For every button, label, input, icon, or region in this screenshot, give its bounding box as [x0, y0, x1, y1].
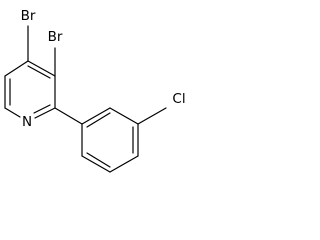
- double-bond-c3-c4: [27, 65, 51, 79]
- bond-c4-c5: [4, 60, 29, 77]
- bond-c6-n: [4, 107, 21, 118]
- atom-labels: Br Br N Cl: [21, 8, 186, 130]
- bond-p4-p5: [109, 155, 139, 173]
- phenyl-ring: [81, 107, 167, 173]
- bond-p3-cl: [137, 107, 167, 125]
- structure-canvas: Br Br N Cl: [4, 8, 186, 173]
- bromine-label-middle: Br: [48, 29, 63, 45]
- molecule-diagram: Br Br N Cl: [4, 8, 186, 173]
- bond-n-c2: [34, 107, 56, 119]
- double-bond-p5-p6: [86, 152, 111, 168]
- bond-p2-p3: [109, 107, 139, 125]
- pyridine-ring: [4, 60, 56, 119]
- bond-p5-p6: [81, 155, 111, 173]
- chlorine-label: Cl: [172, 91, 185, 107]
- bromine-label-top: Br: [21, 8, 36, 24]
- double-bond-n-c2: [33, 104, 51, 114]
- bond-c2-phenyl: [54, 107, 83, 125]
- bond-c3-c4: [27, 60, 56, 77]
- bond-p1-p2: [81, 107, 111, 125]
- double-bond-p1-p2: [86, 112, 111, 128]
- nitrogen-label: N: [22, 114, 32, 130]
- substituent-bonds: [27, 25, 83, 125]
